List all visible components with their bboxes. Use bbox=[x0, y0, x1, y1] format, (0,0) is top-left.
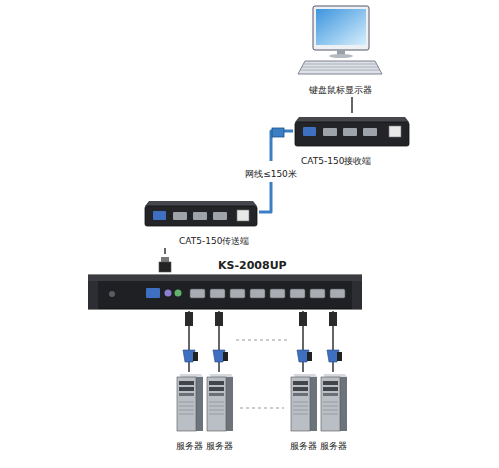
device-art bbox=[295, 4, 385, 78]
device-label: CAT5-150接收端 bbox=[301, 156, 371, 167]
server-node: 服务器 bbox=[174, 372, 204, 453]
monitor-keyboard-icon bbox=[295, 4, 385, 78]
device-label: 键盘鼠标显示器 bbox=[309, 85, 372, 96]
label-row: KS-2008UP bbox=[88, 254, 362, 273]
label-row: 服务器 bbox=[204, 434, 234, 453]
kvm-switch-icon bbox=[88, 273, 362, 311]
monitor-node: 键盘鼠标显示器 bbox=[295, 4, 385, 97]
kvm-switch-node: KS-2008UP bbox=[88, 254, 362, 311]
label-row: 服务器 bbox=[288, 434, 318, 453]
cable-label: 网线≤150米 bbox=[245, 169, 297, 180]
label-row: CAT5-150传送端 bbox=[143, 229, 259, 248]
device-art bbox=[174, 372, 204, 434]
device-art bbox=[318, 372, 348, 434]
cable bbox=[351, 97, 353, 113]
label-row: 服务器 bbox=[318, 434, 348, 453]
device-art bbox=[88, 273, 362, 311]
ellipsis-dashes bbox=[236, 340, 290, 408]
server-tower-icon bbox=[318, 372, 348, 434]
device-label: KS-2008UP bbox=[218, 259, 287, 273]
device-label: 服务器 bbox=[206, 441, 233, 452]
kvm-plug bbox=[159, 257, 171, 272]
server-node: 服务器 bbox=[318, 372, 348, 453]
device-label: 服务器 bbox=[320, 441, 347, 452]
device-label: 服务器 bbox=[176, 441, 203, 452]
server-node: 服务器 bbox=[288, 372, 318, 453]
receiver-node: CAT5-150接收端 bbox=[293, 113, 411, 168]
device-art bbox=[288, 372, 318, 434]
label-row: 服务器 bbox=[174, 434, 204, 453]
device-art bbox=[143, 197, 259, 229]
label-row: CAT5-150接收端 bbox=[293, 149, 411, 168]
server-node: 服务器 bbox=[204, 372, 234, 453]
server-cable-plugs bbox=[183, 312, 342, 362]
server-tower-icon bbox=[204, 372, 234, 434]
device-label: CAT5-150传送端 bbox=[179, 236, 249, 247]
device-art bbox=[293, 113, 411, 149]
server-tower-icon bbox=[174, 372, 204, 434]
extender-box-icon bbox=[293, 113, 411, 149]
transmitter-node: CAT5-150传送端 bbox=[143, 197, 259, 248]
extender-box-icon bbox=[143, 197, 259, 229]
cable bbox=[164, 248, 166, 254]
cable-label-box: 网线≤150米 bbox=[243, 161, 299, 182]
device-art bbox=[204, 372, 234, 434]
label-row: 键盘鼠标显示器 bbox=[295, 78, 385, 97]
network-plug bbox=[272, 128, 284, 137]
device-label: 服务器 bbox=[290, 441, 317, 452]
server-tower-icon bbox=[288, 372, 318, 434]
